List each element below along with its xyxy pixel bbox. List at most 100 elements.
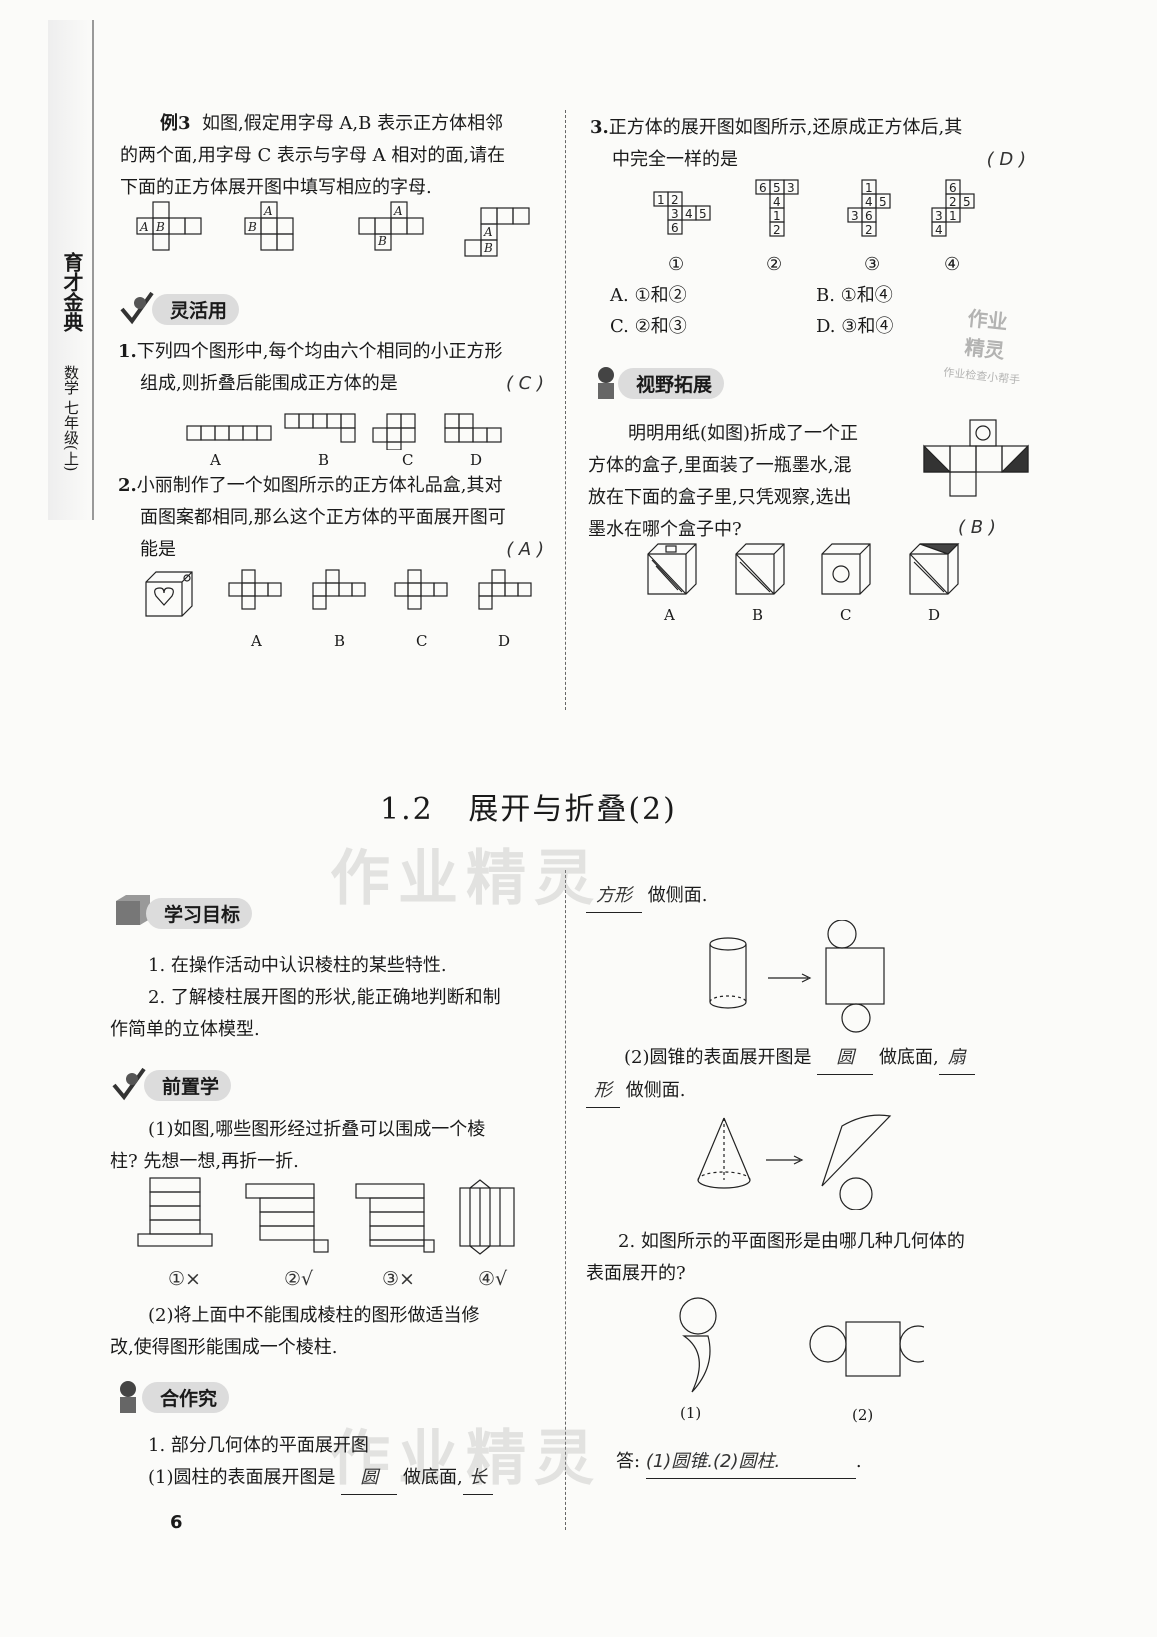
preview-p1a: (1)如图,哪些图形经过折叠可以围成一个棱 xyxy=(148,1119,486,1140)
example-text1: 如图,假定用字母 A,B 表示正方体相邻 xyxy=(201,113,504,134)
svg-text:6: 6 xyxy=(759,181,767,195)
svg-text:B: B xyxy=(483,241,493,255)
q3-fig-4: ④ xyxy=(944,254,961,275)
cyl-mid: 做底面, xyxy=(402,1467,463,1488)
answer-value: (1)圆锥.(2)圆柱. xyxy=(645,1446,856,1479)
side-tab-title: 育才金典 xyxy=(60,252,84,332)
svg-text:3: 3 xyxy=(851,209,859,223)
coop-q2-fig-label-1: (1) xyxy=(680,1404,702,1422)
q1-line1: 下列四个图形中,每个均由六个相同的小正方形 xyxy=(136,341,503,362)
q2-option-c: C xyxy=(416,632,428,650)
q1-option-c: C xyxy=(402,451,414,469)
svg-text:6: 6 xyxy=(865,209,873,223)
watermark-bottom: 作业精灵 xyxy=(330,1424,602,1494)
column-divider-top xyxy=(565,110,566,710)
q2-line1: 小丽制作了一个如图所示的正方体礼品盒,其对 xyxy=(136,475,503,496)
q3-num: 3. xyxy=(590,117,609,138)
q1-line2: 组成,则折叠后能围成正方体的是 xyxy=(140,373,398,394)
goal-2b: 作简单的立体模型. xyxy=(110,1019,260,1040)
horizon-question: 明明用纸(如图)折成了一个正 方体的盒子,里面装了一瓶墨水,混 放在下面的盒子里… xyxy=(588,418,908,546)
example-text2: 的两个面,用字母 C 表示与字母 A 相对的面,请在 xyxy=(120,145,506,166)
section-goals-label: 学习目标 xyxy=(146,897,253,929)
q1-answer: ( C ) xyxy=(505,373,544,394)
q1: 1.下列四个图形中,每个均由六个相同的小正方形 组成,则折叠后能围成正方体的是 (… xyxy=(118,336,558,400)
preview-mark-4: ④√ xyxy=(478,1268,508,1290)
svg-text:2: 2 xyxy=(671,193,679,207)
mascot-icon xyxy=(598,367,614,399)
horizon-line2: 方体的盒子,里面装了一瓶墨水,混 xyxy=(588,455,852,476)
preview-mark-1: ①× xyxy=(168,1268,201,1290)
example-label: 例3 xyxy=(160,113,191,134)
cone-answer2: 扇 xyxy=(938,1042,975,1075)
cube-icon xyxy=(116,895,150,925)
goals: 1. 在操作活动中认识棱柱的某些特性. 2. 了解棱柱展开图的形状,能正确地判断… xyxy=(110,950,555,1046)
svg-text:1: 1 xyxy=(773,209,781,223)
section-preview-label: 前置学 xyxy=(144,1069,232,1101)
horizon-option-b: B xyxy=(752,606,764,624)
q3-answer: ( D ) xyxy=(986,149,1026,170)
svg-text:B: B xyxy=(377,234,387,248)
preview-p2b: 改,使得图形能围成一个棱柱. xyxy=(110,1337,338,1358)
svg-text:1: 1 xyxy=(949,209,957,223)
q2-option-b: B xyxy=(334,632,346,650)
svg-text:5: 5 xyxy=(699,207,707,221)
preview-mark-3: ③× xyxy=(382,1268,415,1290)
mascot-icon xyxy=(120,291,154,325)
cyl-answer1: 圆 xyxy=(341,1462,398,1495)
q3: 3.正方体的展开图如图所示,还原成正方体后,其 中完全一样的是( D ) xyxy=(590,112,1040,176)
q1-option-d: D xyxy=(470,451,483,469)
goal-2a: 2. 了解棱柱展开图的形状,能正确地判断和制 xyxy=(148,987,501,1008)
svg-text:5: 5 xyxy=(879,195,887,209)
section-goals: 学习目标 xyxy=(110,895,253,930)
q1-num: 1. xyxy=(118,341,137,362)
horizon-option-a: A xyxy=(664,606,675,624)
q1-nets xyxy=(186,413,502,450)
cone-end: 做侧面. xyxy=(625,1080,686,1101)
svg-text:1: 1 xyxy=(865,181,873,195)
example-text3: 下面的正方体展开图中填写相应的字母. xyxy=(120,177,432,198)
coop-q2-line1: 2. 如图所示的平面图形是由哪几种几何体的 xyxy=(618,1231,965,1252)
svg-text:3: 3 xyxy=(787,181,795,195)
svg-text:4: 4 xyxy=(773,195,781,209)
column-divider-bottom xyxy=(565,870,566,1530)
svg-text:B: B xyxy=(247,220,257,234)
section-name: 展开与折叠(2) xyxy=(468,792,677,827)
q3-fig-3: ③ xyxy=(864,254,881,275)
page-number: 6 xyxy=(170,1512,183,1533)
cyl-end: 做侧面. xyxy=(647,885,708,906)
section-cooperate: 合作究 xyxy=(110,1380,230,1414)
mascot-icon xyxy=(112,1067,146,1101)
horizon-answer: ( B ) xyxy=(958,517,996,538)
horizon-line4: 墨水在哪个盒子中? xyxy=(588,519,742,540)
example3: 例3 如图,假定用字母 A,B 表示正方体相邻 的两个面,用字母 C 表示与字母… xyxy=(120,108,560,204)
horizon-option-c: C xyxy=(840,606,852,624)
coop-c1: 1. 部分几何体的平面展开图 xyxy=(148,1435,369,1456)
horizon-net xyxy=(923,419,1029,497)
q1-option-a: A xyxy=(210,451,221,469)
q2-line2: 面图案都相同,那么这个正方体的平面展开图可 xyxy=(140,507,506,528)
homework-stamp: 作业 精灵 作业检查小帮手 xyxy=(919,284,1052,406)
svg-text:A: A xyxy=(483,225,493,239)
svg-text:B: B xyxy=(155,220,165,234)
cone-net-figure xyxy=(697,1114,892,1210)
svg-text:2: 2 xyxy=(949,195,957,209)
cyl-answer2b: 方形 xyxy=(586,880,642,913)
q3-option-a: A. ①和② xyxy=(610,285,687,306)
coop-answer: 答: (1)圆锥.(2)圆柱.. xyxy=(616,1446,862,1479)
section-number: 1.2 xyxy=(380,792,434,827)
q2-answer: ( A ) xyxy=(506,539,544,560)
preview-p2: (2)将上面中不能围成棱柱的图形做适当修 改,使得图形能围成一个棱柱. xyxy=(110,1300,555,1364)
cone-mid: 做底面, xyxy=(878,1047,939,1068)
watermark-top: 作业精灵 xyxy=(330,844,602,914)
svg-text:2: 2 xyxy=(773,223,781,237)
section-horizon-label: 视野拓展 xyxy=(618,367,725,399)
coop-intro: 1. 部分几何体的平面展开图 (1)圆柱的表面展开图是 圆 做底面,长 xyxy=(110,1430,555,1495)
svg-text:5: 5 xyxy=(963,195,971,209)
section-title: 1.2 展开与折叠(2) xyxy=(380,784,677,828)
cyl-answer2: 长 xyxy=(462,1462,493,1495)
svg-text:A: A xyxy=(263,204,273,218)
coop-q2-figures xyxy=(679,1297,924,1393)
q3-line1: 正方体的展开图如图所示,还原成正方体后,其 xyxy=(608,117,963,138)
